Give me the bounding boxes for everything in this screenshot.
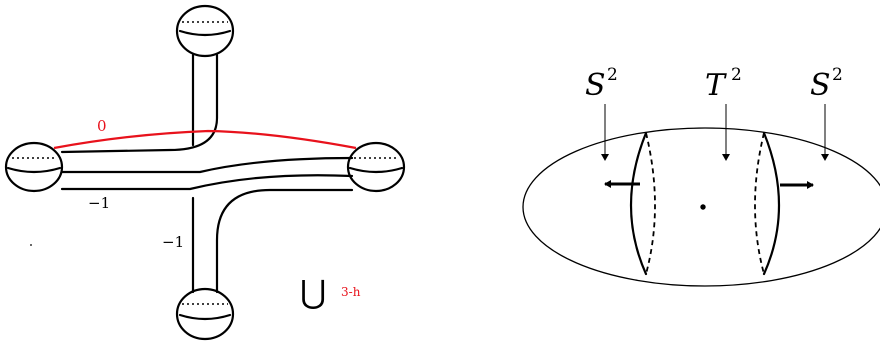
right-ball — [346, 141, 406, 193]
bottom-ball — [175, 287, 235, 341]
right-sphere-solid-arc — [762, 131, 781, 276]
left-sphere-label: S 2 — [585, 65, 618, 103]
center-point — [700, 204, 706, 210]
svg-text:S: S — [585, 68, 606, 103]
framing-label-zero: 0 — [97, 117, 107, 135]
svg-text:2: 2 — [832, 65, 843, 85]
attaching-strands — [60, 53, 354, 294]
svg-text:S: S — [810, 68, 831, 103]
top-ball — [175, 4, 235, 58]
kirby-diagram: 0 −1 −1 ⋃ 3-h — [4, 4, 406, 341]
torus-label: T 2 — [705, 65, 742, 103]
left-ball — [4, 141, 64, 193]
three-handle-label: 3-h — [341, 285, 361, 299]
left-sphere-solid-arc — [629, 131, 648, 276]
svg-text:2: 2 — [607, 65, 618, 85]
svg-text:2: 2 — [731, 65, 742, 85]
svg-text:T: T — [705, 68, 727, 103]
outer-ellipse — [522, 127, 880, 287]
framing-label-minus-one-horizontal: −1 — [88, 194, 110, 212]
right-sphere-label: S 2 — [810, 65, 843, 103]
stray-dot — [30, 244, 32, 246]
right-sphere-dashed-arc — [754, 132, 765, 275]
left-sphere-dashed-arc — [645, 132, 656, 275]
union-symbol: ⋃ — [300, 273, 326, 311]
zero-framed-attaching-circle — [53, 129, 357, 150]
framing-label-minus-one-vertical: −1 — [162, 233, 184, 251]
torus-sphere-figure: S 2 T 2 S 2 — [522, 65, 880, 287]
